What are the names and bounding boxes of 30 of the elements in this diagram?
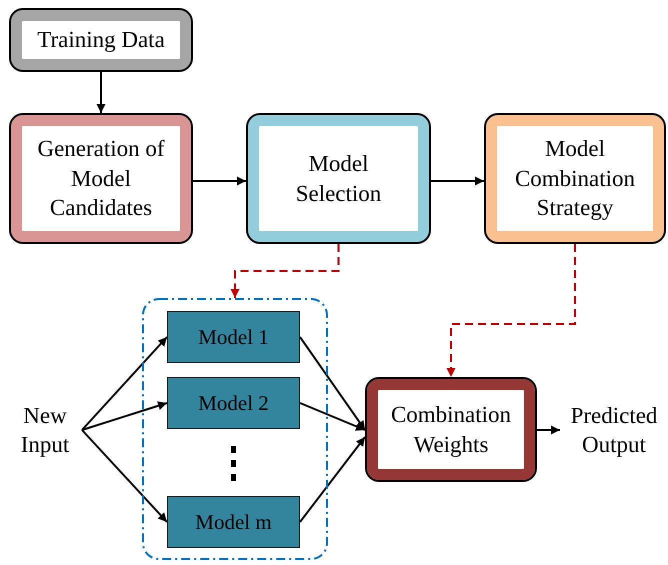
arrow xyxy=(446,244,576,377)
combination-box xyxy=(365,377,537,482)
arrow xyxy=(230,244,340,298)
node-label: Model m xyxy=(195,508,272,536)
node-label: Model 2 xyxy=(198,390,269,416)
arrow xyxy=(537,426,560,434)
node-label: Model 1 xyxy=(198,324,269,350)
arrow xyxy=(300,402,366,431)
arrow xyxy=(81,336,168,431)
output-label: Predicted Output xyxy=(570,402,658,459)
node-label: Model Combination Strategy xyxy=(514,135,636,222)
data-box xyxy=(9,8,193,72)
model-box xyxy=(167,496,300,548)
arrow xyxy=(81,429,168,523)
arrow xyxy=(299,336,366,431)
arrow xyxy=(431,176,484,186)
process-box xyxy=(9,113,193,244)
model-box xyxy=(167,377,300,429)
node-label: Training Data xyxy=(37,26,165,54)
node-label: Generation of Model Candidates xyxy=(36,135,166,222)
arrow xyxy=(193,176,246,186)
node-label: Combination Weights xyxy=(390,401,512,459)
node-label: Model Selection xyxy=(294,150,382,208)
arrow xyxy=(82,401,168,431)
arrow xyxy=(299,436,366,523)
process-box xyxy=(246,113,431,244)
model-box xyxy=(167,311,300,363)
input-label: New Input xyxy=(20,402,70,459)
arrow xyxy=(96,72,106,113)
process-box xyxy=(484,113,666,244)
